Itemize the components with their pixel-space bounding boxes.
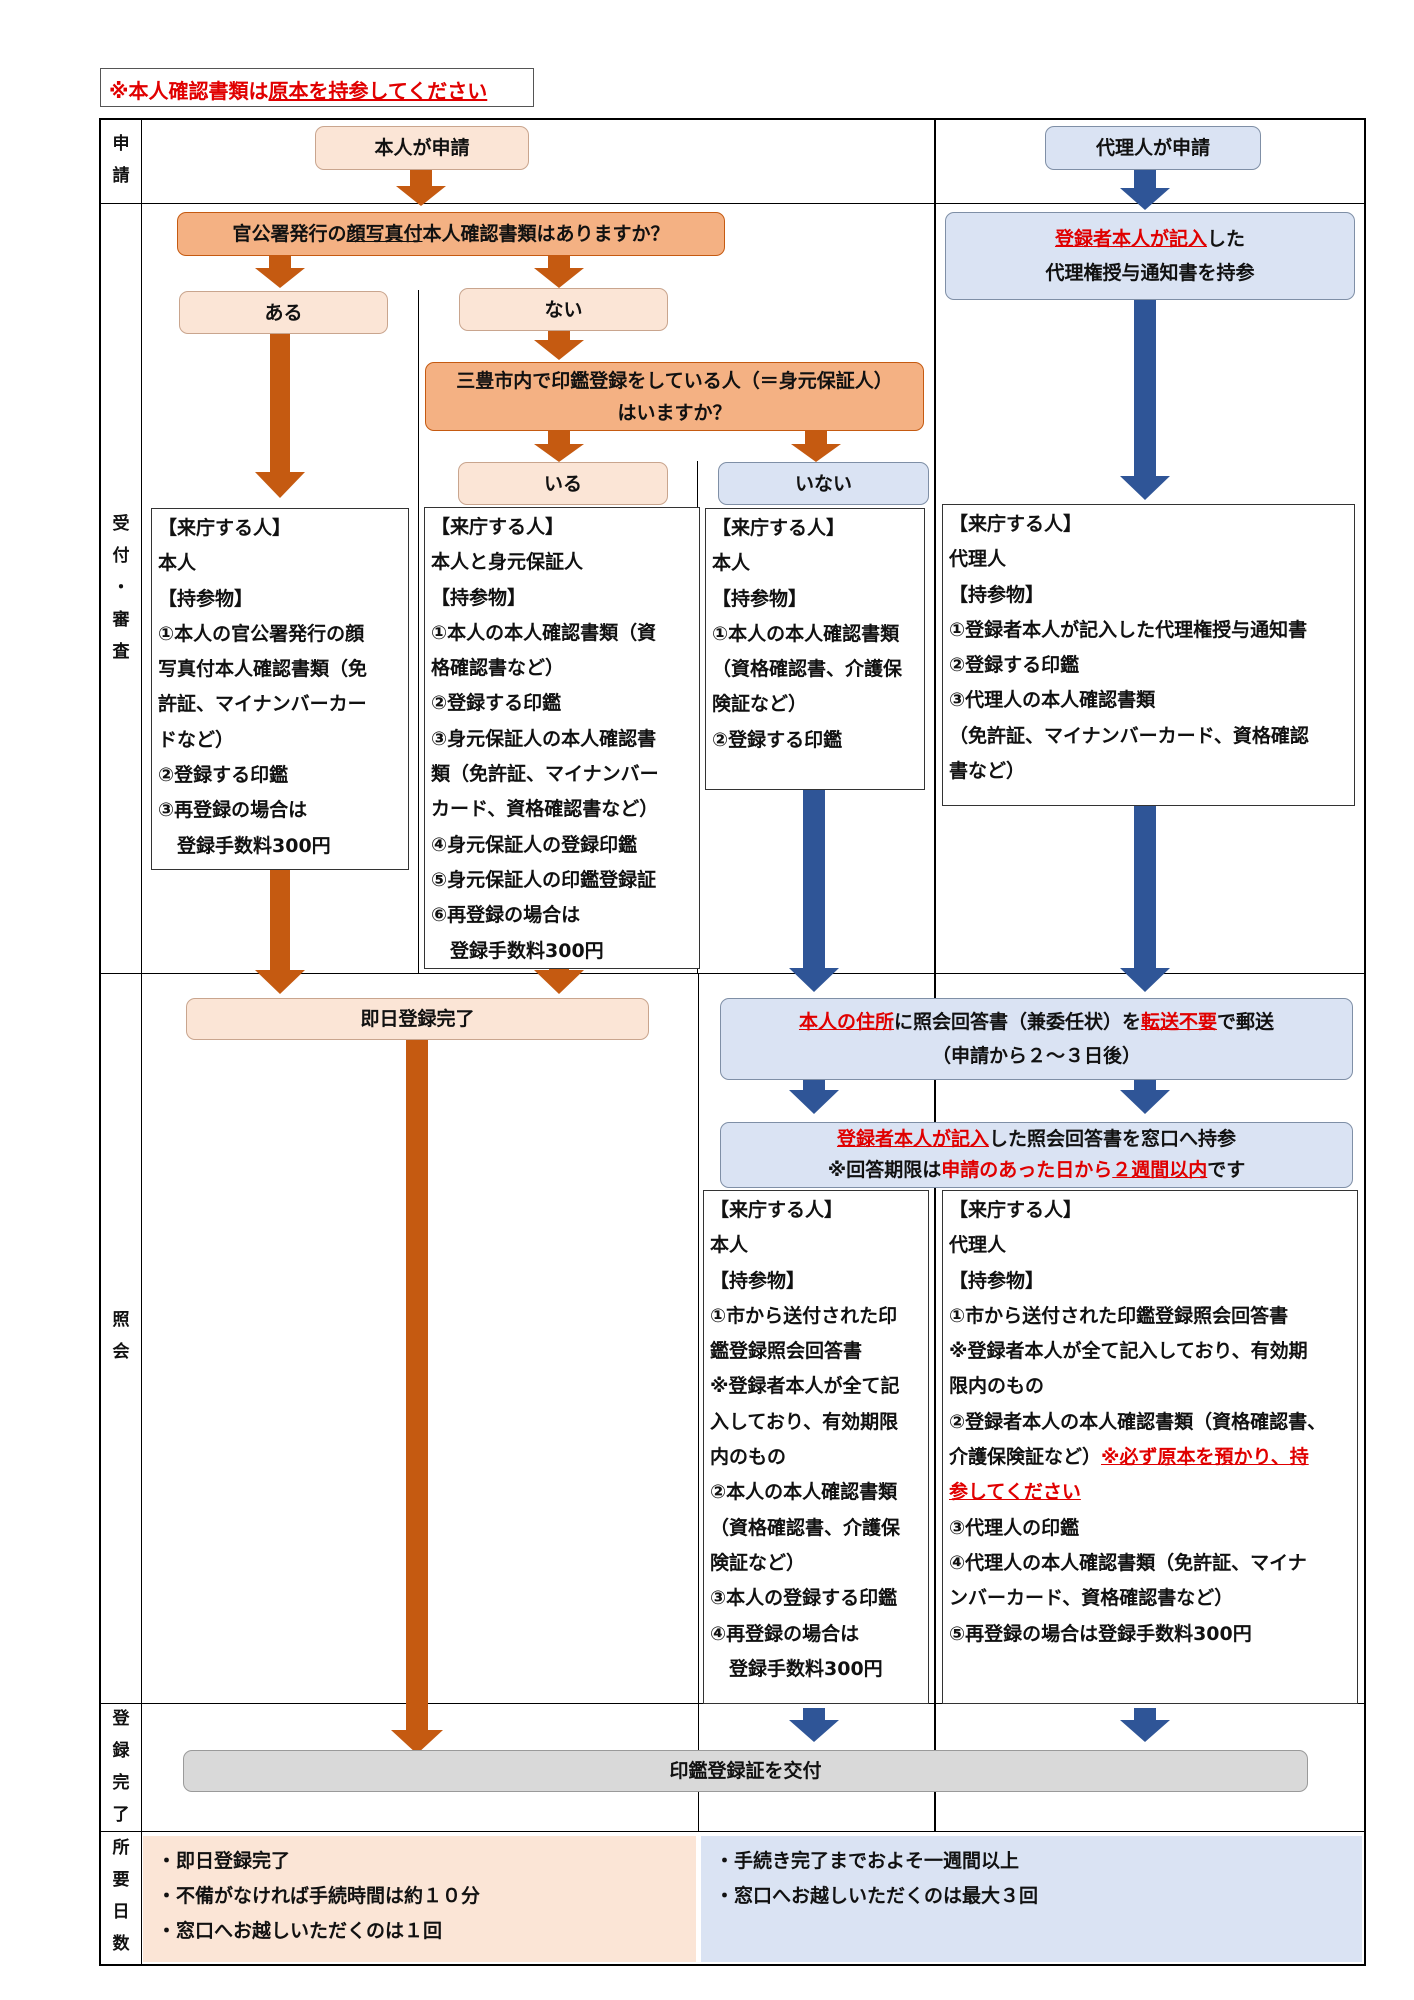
grid-right bbox=[1364, 118, 1366, 1966]
summary-same-day: ・即日登録完了・不備がなければ手続時間は約１０分・窓口へお越しいただくのは１回 bbox=[143, 1836, 696, 1962]
arrow-self-to-question bbox=[396, 170, 446, 206]
arrow-inquiry-self-to-issue bbox=[789, 1708, 839, 1742]
bring-reply-node: 登録者本人が記入した照会回答書を窓口へ持参 ※回答期限は申請のあった日から２週間… bbox=[720, 1122, 1353, 1188]
note-mark: ※本人確認書類は bbox=[109, 79, 269, 103]
row-label-complete: 登 録 完 了 bbox=[112, 1709, 130, 1825]
guarantor-no-node: いない bbox=[718, 462, 929, 505]
label-column-divider bbox=[141, 118, 142, 1966]
branch-divider-1 bbox=[418, 290, 419, 973]
arrow-question-to-no bbox=[534, 253, 584, 288]
row-divider-1 bbox=[99, 203, 1366, 204]
proxy-document-node: 登録者本人が記入した 代理権授与通知書を持参 bbox=[945, 212, 1355, 300]
row-label-review: 受 付 ・ 審 査 bbox=[112, 514, 130, 662]
proxy-column-divider bbox=[934, 118, 936, 1831]
arrow-proxy-box-to-mail bbox=[1120, 806, 1170, 992]
guarantor-question: 三豊市内で印鑑登録をしている人（＝身元保証人）はいますか？ bbox=[425, 362, 924, 431]
inquiry-proxy-box: 【来庁する人】代理人【持参物】 ①市から送付された印鑑登録照会回答書※登録者本人… bbox=[942, 1190, 1358, 1704]
photo-id-question: 官公署発行の顔写真付本人確認書類はありますか？ bbox=[177, 212, 725, 256]
arrow-mail-to-return-right bbox=[1120, 1080, 1170, 1114]
inquiry-self-box: 【来庁する人】本人【持参物】 ①市から送付された印鑑登録照会回答書※登録者本人が… bbox=[703, 1190, 929, 1704]
note-emphasis: 原本を持参してください bbox=[268, 79, 488, 103]
issue-certificate-node: 印鑑登録証を交付 bbox=[183, 1750, 1308, 1792]
row-divider-2 bbox=[99, 973, 1366, 974]
arrow-guarantor-to-no bbox=[791, 428, 841, 462]
mail-inquiry-node: 本人の住所に照会回答書（兼委任状）を転送不要で郵送 （申請から２～３日後） bbox=[720, 998, 1353, 1080]
arrow-yes-down bbox=[255, 333, 305, 498]
row-label-apply: 申 請 bbox=[112, 134, 130, 186]
arrow-no-guarantor-to-mail bbox=[789, 788, 839, 992]
grid-left bbox=[99, 118, 101, 1966]
row-divider-4 bbox=[99, 1831, 1366, 1832]
original-document-note: ※本人確認書類は原本を持参してください bbox=[100, 68, 534, 107]
arrow-self-box-to-done bbox=[255, 866, 305, 994]
no-guarantor-box: 【来庁する人】本人【持参物】 ①本人の本人確認書類（資格確認書、介護保険証など）… bbox=[705, 508, 925, 790]
arrow-inquiry-proxy-to-issue bbox=[1120, 1708, 1170, 1742]
row-label-days: 所 要 日 数 bbox=[112, 1838, 130, 1954]
with-guarantor-box: 【来庁する人】本人と身元保証人【持参物】 ①本人の本人確認書類（資格確認書など）… bbox=[424, 507, 700, 969]
arrow-done-to-issue bbox=[391, 1038, 443, 1754]
arrow-question-to-yes bbox=[255, 253, 305, 288]
row-label-inquiry: 照 会 bbox=[112, 1310, 130, 1362]
arrow-mail-to-return-left bbox=[789, 1080, 839, 1114]
same-day-complete-node: 即日登録完了 bbox=[186, 998, 649, 1040]
proxy-apply-node: 代理人が申請 bbox=[1045, 126, 1261, 170]
arrow-no-to-guarantor-question bbox=[534, 330, 584, 360]
yes-node: ある bbox=[179, 291, 388, 334]
grid-bottom bbox=[99, 1964, 1366, 1966]
mid-column-divider bbox=[698, 973, 699, 1831]
no-node: ない bbox=[459, 288, 668, 331]
self-with-id-box: 【来庁する人】本人【持参物】 ①本人の官公署発行の顔写真付本人確認書類（免許証、… bbox=[151, 508, 409, 870]
arrow-proxy-to-doc bbox=[1120, 170, 1170, 210]
arrow-guarantor-to-yes bbox=[534, 428, 584, 462]
summary-mail-route: ・手続き完了までおよそ一週間以上・窓口へお越しいただくのは最大３回 bbox=[701, 1836, 1362, 1962]
self-apply-node: 本人が申請 bbox=[315, 126, 529, 170]
guarantor-yes-node: いる bbox=[458, 462, 668, 505]
arrow-proxy-doc-down bbox=[1120, 297, 1170, 500]
grid-top bbox=[99, 118, 1366, 120]
